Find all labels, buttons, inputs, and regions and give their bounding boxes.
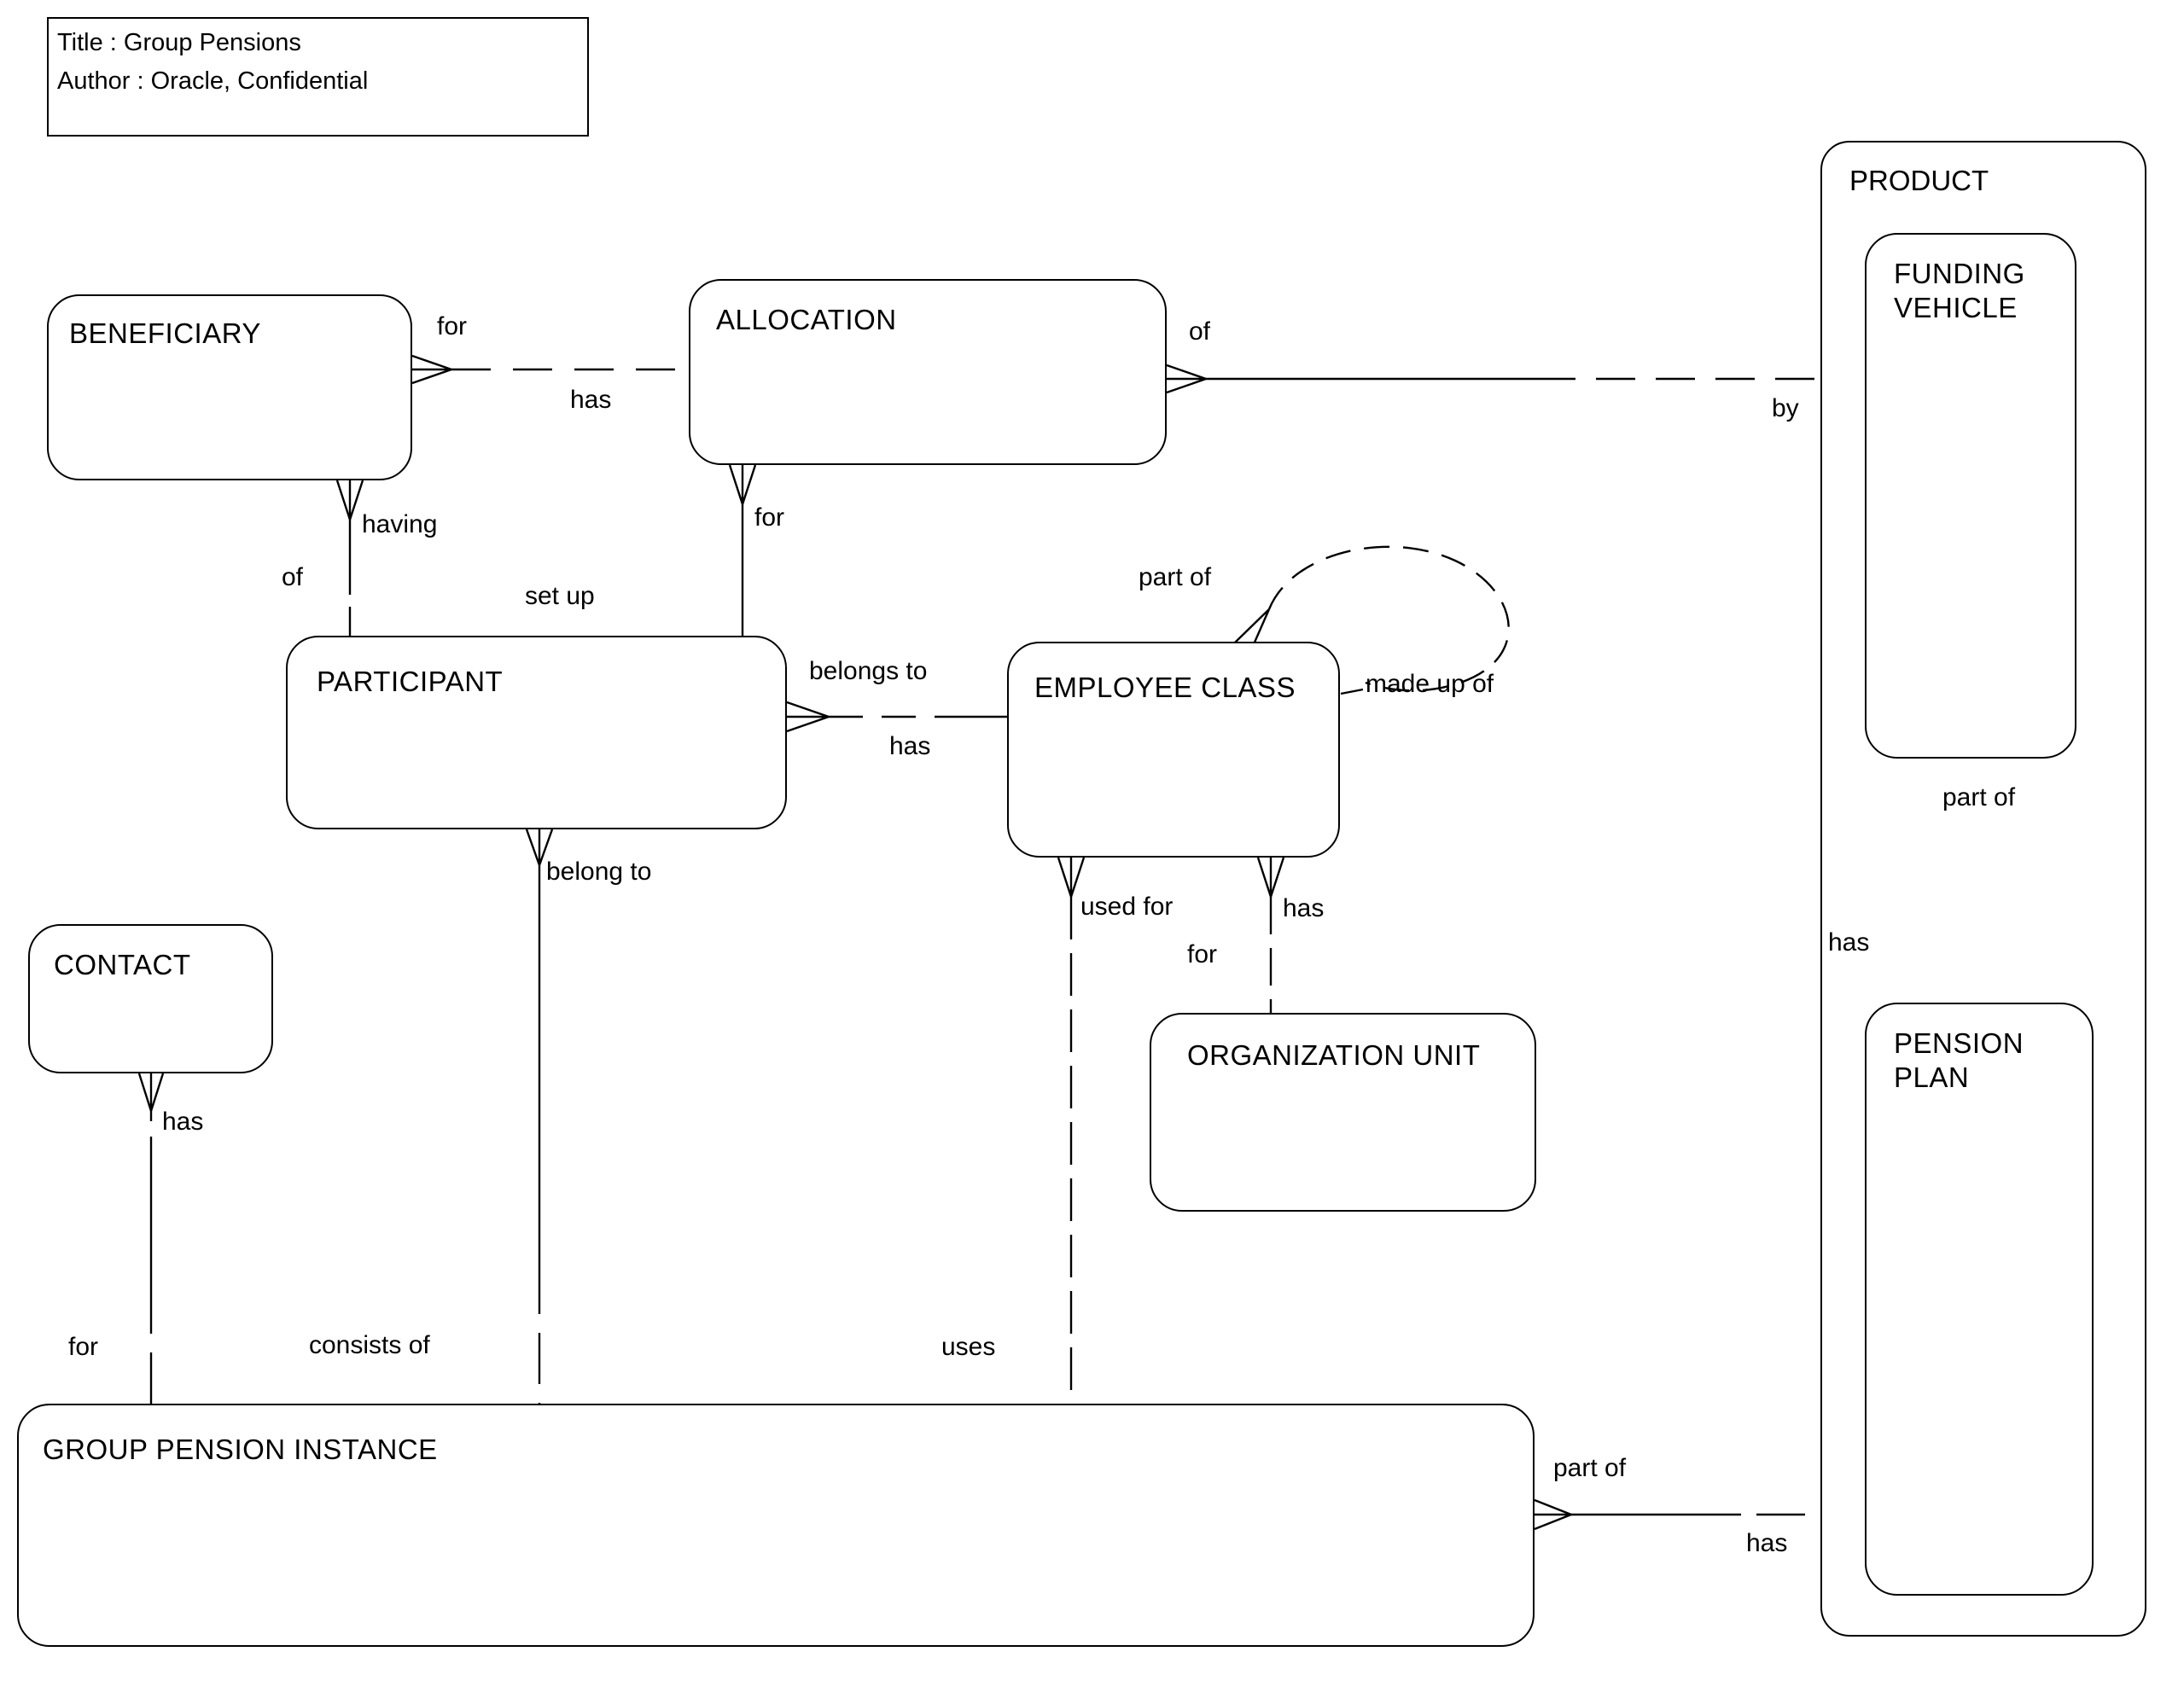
crow-foot-employee-class-gpi (1057, 857, 1086, 898)
entity-group-pension-instance[interactable]: GROUP PENSION INSTANCE (17, 1404, 1535, 1647)
rel-label-ecg-used-for: used for (1080, 893, 1174, 921)
entity-participant-name: PARTICIPANT (317, 666, 504, 697)
diagram-title: Title : Group Pensions (57, 29, 301, 56)
rel-label-pec-has: has (889, 732, 931, 760)
rel-label-cg-has: has (162, 1108, 204, 1136)
rel-employee-class-self-stub (1340, 688, 1364, 695)
entity-pension-plan[interactable]: PENSION PLAN (1865, 1003, 2094, 1596)
diagram-author: Author : Oracle, Confidential (57, 67, 369, 95)
rel-label-ap-set-up: set up (525, 582, 595, 610)
crow-foot-allocation-participant (728, 464, 757, 505)
entity-beneficiary-name: BENEFICIARY (69, 317, 261, 349)
crow-foot-gpi-pension-plan (1534, 1498, 1572, 1531)
crow-foot-employee-class-org-unit (1256, 857, 1285, 898)
rel-label-ecg-uses: uses (941, 1333, 996, 1361)
entity-contact[interactable]: CONTACT (28, 924, 273, 1073)
rel-label-gp-has: has (1746, 1529, 1788, 1557)
entity-allocation-name: ALLOCATION (716, 304, 897, 335)
rel-label-ap-for: for (754, 503, 785, 532)
entity-group-pension-instance-name: GROUP PENSION INSTANCE (43, 1434, 438, 1465)
rel-label-fp-has: has (1828, 928, 1870, 957)
entity-product-name: PRODUCT (1849, 165, 1989, 196)
crow-foot-participant-employee-class (786, 701, 830, 733)
rel-label-bp-having: having (362, 510, 438, 538)
entity-pension-plan-name: PENSION PLAN (1894, 1027, 2024, 1094)
entity-participant[interactable]: PARTICIPANT (286, 636, 787, 829)
rel-label-pg-consists-of: consists of (309, 1331, 430, 1359)
entity-employee-class-name: EMPLOYEE CLASS (1034, 672, 1296, 703)
entity-beneficiary[interactable]: BENEFICIARY (47, 294, 412, 480)
rel-label-cg-for: for (68, 1333, 99, 1361)
rel-label-ba-for: for (437, 312, 468, 340)
entity-allocation[interactable]: ALLOCATION (689, 279, 1167, 465)
entity-employee-class[interactable]: EMPLOYEE CLASS (1007, 642, 1340, 858)
rel-label-afv-of: of (1189, 317, 1211, 346)
crow-foot-contact-gpi (137, 1073, 165, 1112)
rel-label-afv-by: by (1772, 394, 1799, 422)
rel-label-gp-part-of: part of (1553, 1454, 1627, 1482)
rel-label-pec-belongs-to: belongs to (809, 657, 928, 685)
entity-funding-vehicle[interactable]: FUNDING VEHICLE (1865, 233, 2076, 759)
crow-foot-allocation-funding-vehicle (1166, 363, 1207, 394)
crow-foot-employee-class-self (1234, 608, 1271, 645)
entity-organization-unit[interactable]: ORGANIZATION UNIT (1150, 1013, 1536, 1212)
rel-label-loop-made-up-of: made up of (1366, 670, 1494, 698)
rel-employee-class-self-arc (1267, 545, 1510, 692)
diagram-title-box: Title : Group Pensions Author : Oracle, … (47, 17, 589, 137)
crow-foot-beneficiary-participant (335, 480, 364, 521)
rel-label-eco-for: for (1187, 940, 1218, 968)
rel-label-bp-of: of (282, 563, 304, 591)
rel-label-pg-belong-to: belong to (546, 858, 652, 886)
crow-foot-participant-gpi (525, 829, 554, 866)
rel-label-fp-part-of: part of (1942, 783, 2016, 811)
rel-label-eco-has: has (1283, 894, 1325, 922)
crow-foot-beneficiary-allocation (411, 354, 452, 385)
rel-label-ba-has: has (570, 386, 612, 414)
rel-label-loop-part-of: part of (1139, 563, 1212, 591)
entity-funding-vehicle-name: FUNDING VEHICLE (1894, 258, 2025, 324)
entity-contact-name: CONTACT (54, 949, 191, 980)
entity-organization-unit-name: ORGANIZATION UNIT (1187, 1039, 1481, 1071)
